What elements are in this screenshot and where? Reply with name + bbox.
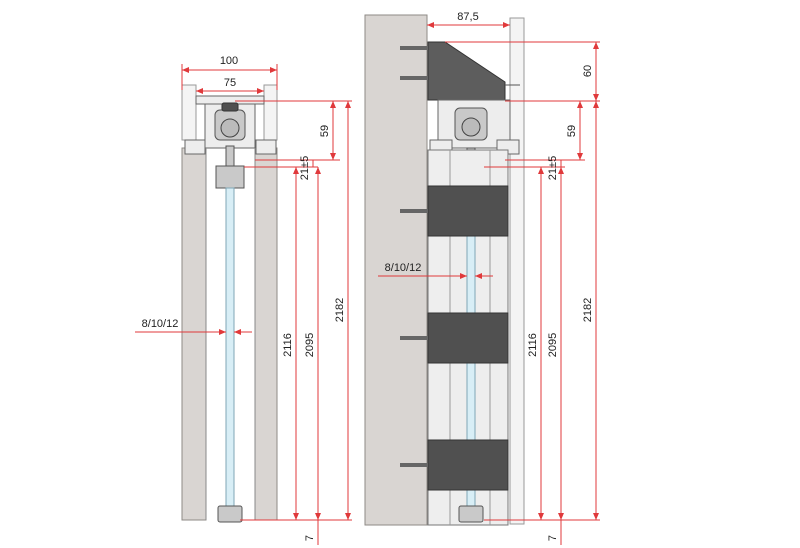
right-bracket-1 — [400, 185, 509, 237]
left-ceiling-left — [181, 84, 197, 141]
bracket-1-box — [427, 185, 509, 237]
label-2182: 2182 — [334, 298, 346, 322]
right-bracket-2 — [400, 312, 509, 364]
label-87-5: 87,5 — [457, 11, 478, 23]
right-floor-guide — [458, 505, 484, 523]
left-view: 100 75 59 21±5 2116 2095 2182 7 8/10/12 — [135, 55, 352, 545]
anchor-top-2 — [400, 76, 428, 80]
bracket-3-anchor — [400, 463, 428, 467]
label-7: 7 — [304, 535, 316, 541]
left-wall-left — [181, 147, 207, 521]
left-clip-left — [184, 139, 206, 155]
label-2095: 2095 — [304, 333, 316, 357]
right-plaster — [509, 17, 525, 525]
label-glass-left: 8/10/12 — [142, 318, 179, 330]
bracket-1-anchor — [400, 209, 428, 213]
anchor-top-1 — [400, 46, 428, 50]
left-glass-clamp — [215, 165, 245, 189]
label-2116: 2116 — [282, 333, 294, 357]
left-floor-guide — [217, 505, 243, 523]
label-width-100: 100 — [220, 55, 238, 67]
label-glass-right: 8/10/12 — [385, 262, 422, 274]
label-width-75: 75 — [224, 77, 236, 89]
label-21: 21±5 — [299, 156, 311, 180]
label-2116-r: 2116 — [527, 333, 539, 357]
bracket-2-anchor — [400, 336, 428, 340]
right-top-bracket — [427, 41, 506, 101]
label-60: 60 — [582, 65, 594, 77]
left-wall-right — [254, 147, 278, 521]
left-trolley-wheel — [220, 118, 240, 138]
label-2095-r: 2095 — [547, 333, 559, 357]
left-trolley-cap — [221, 102, 239, 112]
right-trolley-wheel — [461, 117, 481, 137]
bracket-3-box — [427, 439, 509, 491]
left-ceiling-right — [263, 84, 278, 141]
label-59: 59 — [319, 125, 331, 137]
label-2182-r: 2182 — [582, 298, 594, 322]
bracket-2-box — [427, 312, 509, 364]
left-hanger-bolt — [225, 145, 235, 167]
right-top-anchors — [400, 46, 428, 80]
label-21-r: 21±5 — [547, 156, 559, 180]
left-glass-pane — [225, 187, 235, 509]
right-bracket-3 — [400, 439, 509, 491]
right-view: 87,5 60 59 21±5 2116 2095 2182 7 8/10/12 — [364, 11, 600, 545]
label-59-r: 59 — [566, 125, 578, 137]
label-7-r: 7 — [547, 535, 559, 541]
left-clip-right — [255, 139, 277, 155]
right-wall — [364, 14, 428, 526]
